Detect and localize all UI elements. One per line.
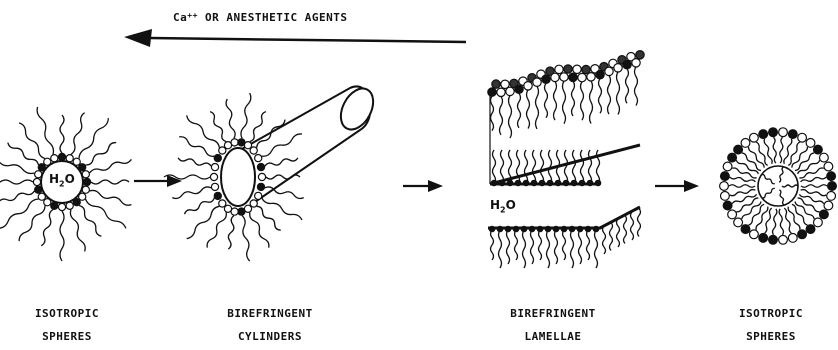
reverse-arrow bbox=[124, 29, 466, 47]
water-h-2: H bbox=[490, 198, 500, 212]
ion-charge: ++ bbox=[187, 11, 198, 20]
birefringent-lamellae-bilayer bbox=[488, 51, 644, 268]
agent-text: OR ANESTHETIC AGENTS bbox=[205, 11, 347, 24]
label-4-line2: SPHERES bbox=[716, 325, 826, 348]
label-3-line1: BIREFRINGENT bbox=[488, 302, 618, 325]
label-1-line2: SPHERES bbox=[12, 325, 122, 348]
arrow-cylinders-to-lamellae bbox=[403, 180, 443, 192]
water-h: H bbox=[49, 172, 59, 186]
label-isotropic-spheres-left: ISOTROPIC SPHERES bbox=[12, 302, 122, 348]
water-o: O bbox=[65, 172, 75, 186]
label-4-line1: ISOTROPIC bbox=[716, 302, 826, 325]
label-1-line1: ISOTROPIC bbox=[12, 302, 122, 325]
isotropic-sphere-reverse-micelle-right bbox=[720, 128, 837, 244]
lipid-head bbox=[58, 153, 65, 160]
label-2-line2: CYLINDERS bbox=[205, 325, 335, 348]
label-3-line2: LAMELLAE bbox=[488, 325, 618, 348]
lipid-head bbox=[58, 203, 65, 210]
label-isotropic-spheres-right: ISOTROPIC SPHERES bbox=[716, 302, 826, 348]
lipid-head bbox=[83, 178, 90, 185]
label-birefringent-cylinders: BIREFRINGENT CYLINDERS bbox=[205, 302, 335, 348]
ion-symbol: Ca bbox=[173, 11, 187, 24]
arrow-label: Ca++ OR ANESTHETIC AGENTS bbox=[173, 11, 347, 24]
water-o-2: O bbox=[506, 198, 516, 212]
label-birefringent-lamellae: BIREFRINGENT LAMELLAE bbox=[488, 302, 618, 348]
water-interlayer-label: H2O bbox=[490, 198, 516, 214]
arrow-lamellae-to-spheres bbox=[655, 180, 699, 192]
lipid-head bbox=[33, 178, 40, 185]
birefringent-cylinder-micelle bbox=[164, 93, 304, 261]
label-2-line1: BIREFRINGENT bbox=[205, 302, 335, 325]
water-core-label: H2O bbox=[49, 172, 75, 188]
